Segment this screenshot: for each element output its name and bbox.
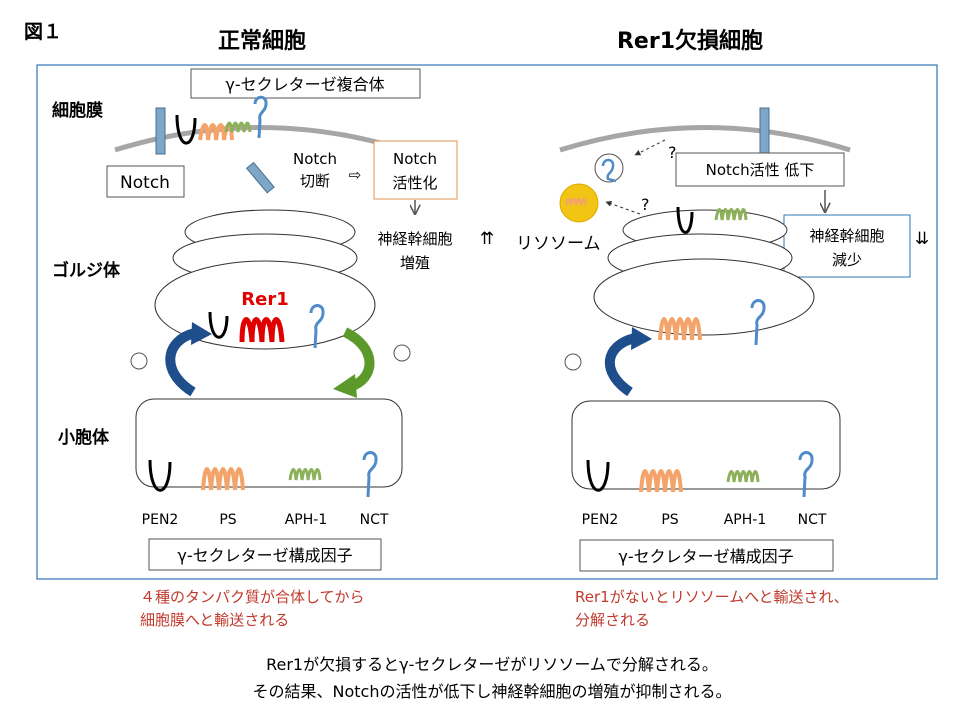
notch-box (106, 165, 185, 198)
question-mark-2: ? (641, 195, 650, 214)
question-mark-1: ? (668, 143, 677, 162)
nct-golgi-right (750, 299, 766, 346)
pen2-golgi (208, 311, 229, 339)
left-components-label: γ-セクレターゼ構成因子 (177, 546, 352, 565)
pen2-protein (175, 114, 197, 145)
nsc-box-label-2: 減少 (832, 251, 862, 269)
nsc-label-1: 神経幹細胞 (377, 230, 452, 248)
er-label: 小胞体 (58, 427, 110, 448)
left-title: 正常細胞 (218, 28, 306, 54)
rer1-protein (239, 317, 285, 343)
component-aph1-right: APH-1 (724, 512, 767, 528)
aph1-er-right (726, 470, 760, 483)
left-note-1: ４種のタンパク質が合体してから (140, 588, 365, 606)
complex-box (190, 68, 421, 99)
right-cell-membrane (559, 125, 851, 153)
right-note-1: Rer1がないとリソソームへと輸送され、 (575, 588, 849, 606)
component-ps: PS (219, 512, 236, 528)
rer1-label: Rer1 (241, 289, 288, 310)
cleavage-label-1: Notch (293, 150, 337, 168)
blue-arrow-head-right (631, 327, 652, 350)
component-pen2-right: PEN2 (582, 512, 619, 528)
blue-transport-arrow (165, 328, 197, 397)
ps-in-lysosome (564, 197, 588, 206)
component-ps-right: PS (661, 512, 678, 528)
arrow-right-icon: ⇨ (349, 166, 362, 184)
nsc-box-label-1: 神経幹細胞 (809, 227, 884, 245)
er-box (135, 398, 403, 488)
lysosome-label: リソソーム (516, 234, 601, 254)
green-return-arrow (342, 327, 375, 391)
pen2-er-right (586, 459, 610, 492)
notch-receptor (155, 107, 166, 155)
activity-label: Notch活性 低下 (706, 161, 815, 179)
er-box-right (571, 400, 841, 490)
question-arrow-2 (605, 200, 641, 215)
aph1-golgi-right (714, 208, 748, 221)
lysosome (559, 183, 599, 223)
figure-label: 図１ (24, 21, 62, 43)
down-arrows-icon: ⇊ (915, 229, 929, 249)
component-pen2: PEN2 (142, 512, 179, 528)
pen2-golgi-right (676, 206, 694, 234)
vesicle-right (393, 344, 411, 362)
up-arrows-icon: ⇈ (480, 229, 494, 249)
nsc-label-2: 増殖 (400, 254, 430, 272)
activation-label-1: Notch (393, 150, 437, 168)
notch-box-label: Notch (120, 173, 170, 193)
left-panel: 細胞膜 γ-セクレターゼ複合体 Notch Notch 切断 ⇨ Notch 活… (52, 68, 494, 571)
activation-box (373, 140, 458, 200)
summary-line-2: その結果、Notchの活性が低下し神経幹細胞の増殖が抑制される。 (253, 682, 732, 701)
nct-golgi (309, 304, 325, 349)
cleavage-label-2: 切断 (300, 172, 330, 190)
right-note-2: 分解される (575, 611, 650, 629)
component-aph1: APH-1 (285, 512, 328, 528)
right-title: Rer1欠損細胞 (617, 28, 763, 54)
pen2-er (148, 459, 172, 492)
vesicle-right-panel (564, 353, 582, 371)
nct-in-vesicle (601, 158, 617, 183)
membrane-label: 細胞膜 (52, 100, 103, 121)
green-arrow-head (333, 374, 357, 398)
blue-arrow-head (191, 322, 212, 345)
question-arrow-1 (634, 139, 666, 156)
ps-er-right (639, 469, 683, 493)
right-components-box (579, 539, 834, 572)
aph1-protein (224, 121, 252, 133)
vesicle-nct (594, 153, 624, 183)
aph1-er (288, 468, 322, 481)
nct-er (362, 451, 378, 498)
ps-golgi-right (658, 317, 702, 341)
nsc-box (783, 214, 911, 278)
activity-box (675, 152, 845, 187)
summary-line-1: Rer1が欠損するとγ-セクレターゼがリソソームで分解される。 (266, 655, 718, 674)
golgi-stack-right-3 (593, 258, 815, 336)
vesicle-left (130, 352, 148, 370)
blue-transport-arrow-right (605, 333, 637, 397)
component-nct-right: NCT (798, 512, 827, 528)
component-nct: NCT (360, 512, 389, 528)
nct-er-right (798, 451, 814, 498)
notch-receptor-right (759, 107, 770, 155)
notch-fragment (245, 161, 275, 194)
complex-box-label: γ-セクレターゼ複合体 (225, 75, 384, 94)
nct-protein (253, 95, 268, 139)
main-frame (36, 64, 938, 580)
golgi-label: ゴルジ体 (52, 260, 121, 281)
right-components-label: γ-セクレターゼ構成因子 (618, 547, 793, 566)
right-panel: Notch活性 低下 神経幹細胞 減少 ⇊ ? ? リソソーム (516, 107, 929, 572)
left-note-2: 細胞膜へと輸送される (140, 611, 289, 629)
activation-label-2: 活性化 (392, 174, 437, 192)
left-components-box (148, 538, 382, 571)
ps-er (201, 467, 245, 491)
